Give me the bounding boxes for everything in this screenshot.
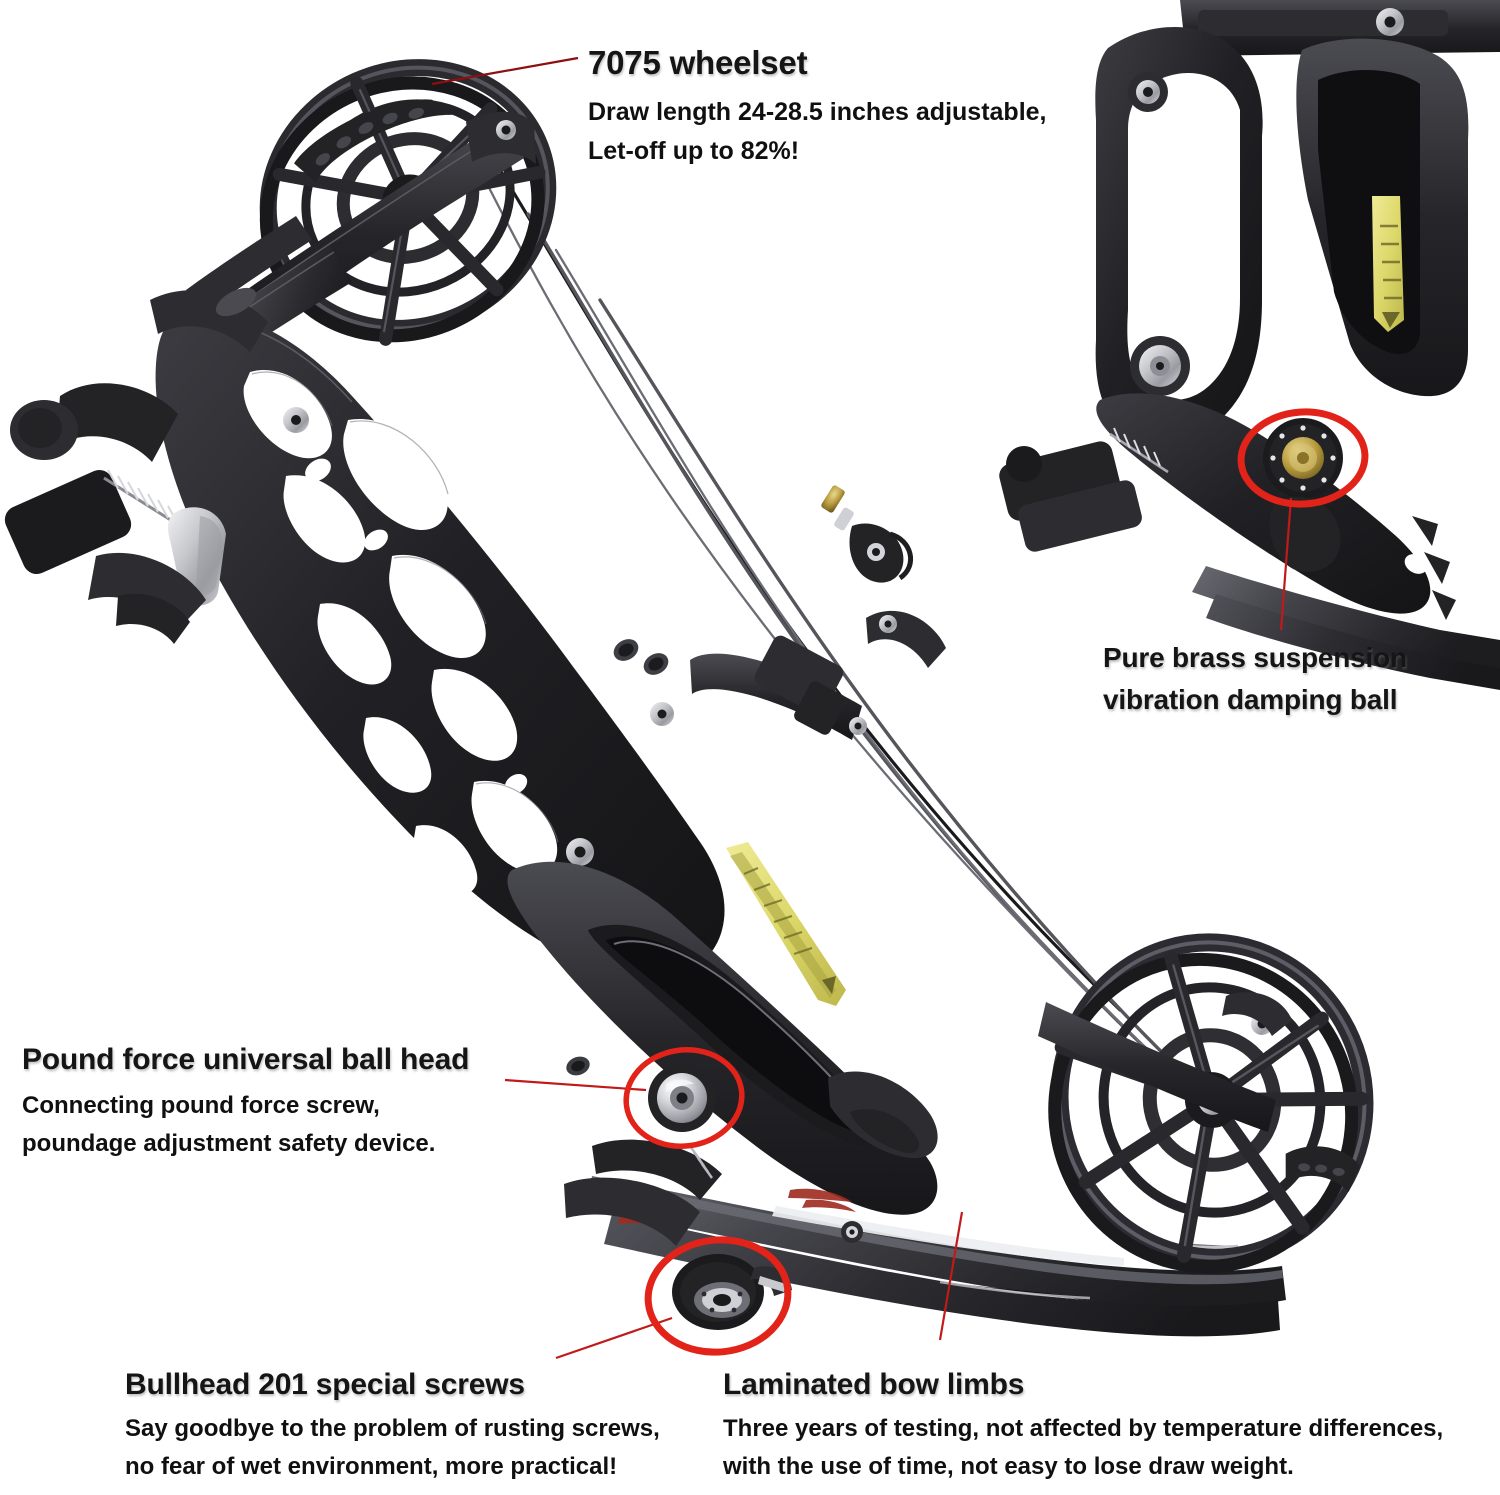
callout-bullhead-screws-line-1: Say goodbye to the problem of rusting sc… bbox=[125, 1415, 660, 1442]
leader-line-brass-ball bbox=[1279, 497, 1293, 631]
inset-riser-closeup bbox=[999, 0, 1500, 690]
highlight-ring-ball-head bbox=[623, 1047, 745, 1149]
brass-damping-ball bbox=[1263, 418, 1343, 498]
string-nock-serving bbox=[821, 485, 913, 583]
callout-pound-force-line-1: Connecting pound force screw, bbox=[22, 1092, 380, 1119]
callout-wheelset-title: 7075 wheelset bbox=[588, 44, 808, 81]
callout-pound-force-line-2: poundage adjustment safety device. bbox=[22, 1130, 436, 1157]
callout-brass-ball-title-line-1: Pure brass suspension bbox=[1103, 642, 1407, 673]
warning-label-main bbox=[726, 842, 846, 1006]
callout-brass-ball: Pure brass suspension vibration damping … bbox=[1103, 637, 1407, 721]
callout-brass-ball-title-line-2: vibration damping ball bbox=[1103, 684, 1398, 715]
callout-pound-force-body: Connecting pound force screw, poundage a… bbox=[22, 1092, 469, 1158]
callout-pound-force-title: Pound force universal ball head bbox=[22, 1043, 470, 1076]
callout-pound-force: Pound force universal ball head Connecti… bbox=[22, 1043, 469, 1158]
warning-label-inset bbox=[1372, 196, 1404, 332]
callout-laminated-limbs: Laminated bow limbs Three years of testi… bbox=[723, 1368, 1443, 1481]
callout-laminated-limbs-body: Three years of testing, not affected by … bbox=[723, 1415, 1443, 1481]
limb-bolt-assembly bbox=[4, 383, 226, 644]
accessory-holes bbox=[566, 639, 669, 1076]
callout-laminated-limbs-line-1: Three years of testing, not affected by … bbox=[723, 1415, 1444, 1442]
callout-bullhead-screws: Bullhead 201 special screws Say goodbye … bbox=[125, 1368, 660, 1481]
riser-screws bbox=[283, 407, 674, 866]
callout-wheelset-line-2: Let-off up to 82%! bbox=[588, 137, 800, 165]
callout-laminated-limbs-line-2: with the use of time, not easy to lose d… bbox=[723, 1453, 1294, 1480]
callout-laminated-limbs-title: Laminated bow limbs bbox=[723, 1368, 1025, 1401]
bullhead-screw bbox=[672, 1254, 792, 1330]
bottom-limb-tip bbox=[1038, 992, 1292, 1132]
lower-limbs bbox=[564, 1139, 1286, 1337]
riser-lower-and-grip bbox=[507, 842, 938, 1215]
universal-ball-head bbox=[648, 1064, 716, 1132]
ball-head-spring bbox=[689, 1145, 713, 1179]
leader-line-wheelset bbox=[431, 56, 579, 86]
callout-wheelset: 7075 wheelset Draw length 24-28.5 inches… bbox=[588, 44, 1046, 166]
callout-bullhead-screws-title: Bullhead 201 special screws bbox=[125, 1368, 525, 1401]
callout-bullhead-screws-body: Say goodbye to the problem of rusting sc… bbox=[125, 1415, 660, 1481]
highlight-ring-brass-ball bbox=[1237, 408, 1369, 508]
leader-line-pound-force bbox=[504, 1078, 647, 1092]
riser bbox=[150, 287, 725, 1076]
callout-wheelset-line-1: Draw length 24-28.5 inches adjustable, bbox=[588, 98, 1047, 126]
callout-wheelset-body: Draw length 24-28.5 inches adjustable, L… bbox=[588, 98, 1046, 166]
leader-line-limbs bbox=[938, 1211, 964, 1341]
inset-limb-bolt bbox=[999, 427, 1500, 690]
top-cam-module bbox=[294, 99, 453, 183]
callout-bullhead-screws-line-2: no fear of wet environment, more practic… bbox=[125, 1453, 618, 1480]
highlight-ring-bullhead-screw bbox=[644, 1236, 792, 1356]
cable-guard bbox=[690, 610, 946, 740]
bowstring-and-cables bbox=[468, 148, 1207, 1097]
